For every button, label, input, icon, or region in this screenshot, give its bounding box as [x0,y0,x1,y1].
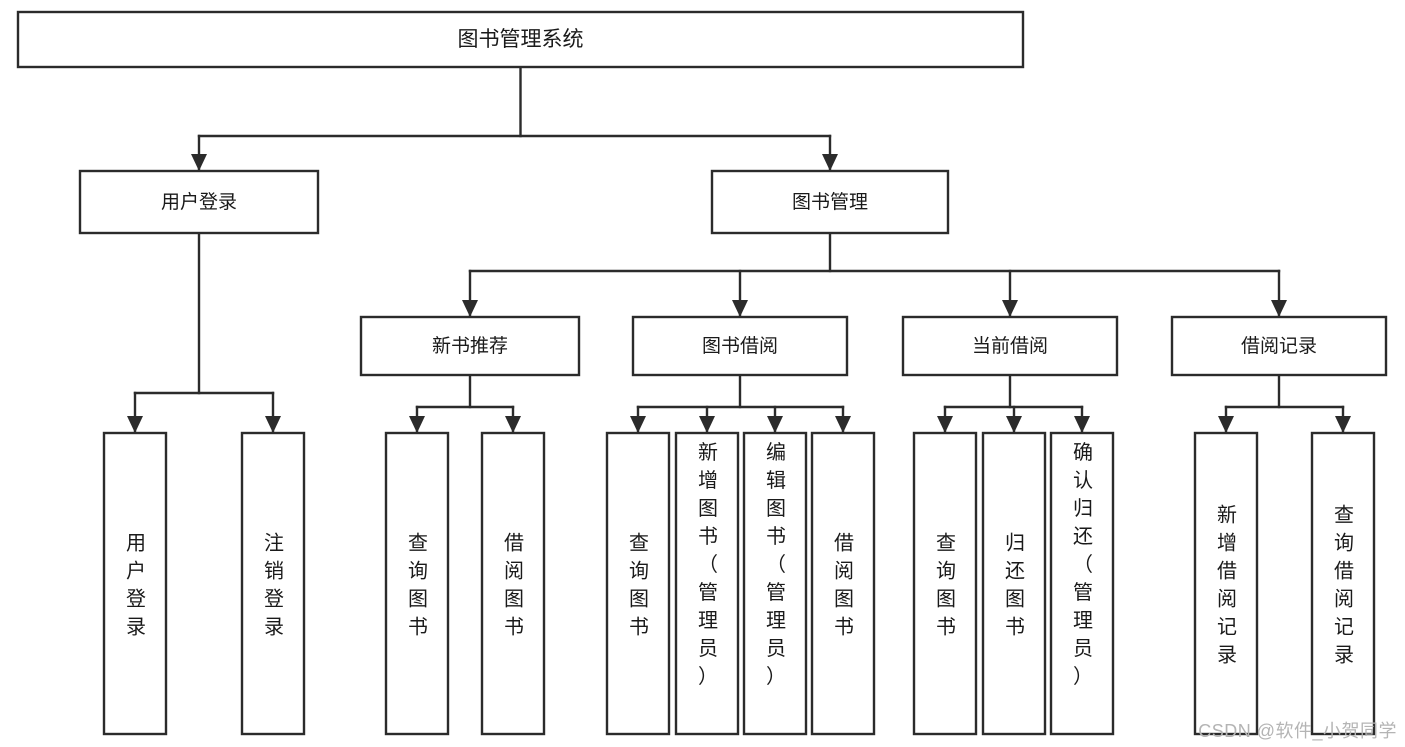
node-box [16,10,1025,69]
node-current-borrow[interactable]: 当前借阅 [901,315,1119,377]
node-box [359,315,581,377]
node-box [1170,315,1388,377]
leaf-label: 归还图书 [1005,532,1025,639]
leaf-box [480,431,546,736]
arrowhead-icon [1074,416,1090,433]
leaf-label: 查询图书 [408,532,428,639]
arrowhead-icon [1335,416,1351,433]
leaf-box [912,431,978,736]
leaf-box [742,431,808,736]
node-label: 借阅记录 [1241,335,1317,357]
leaf-nbr-query-book[interactable]: 查询图书 [384,431,450,736]
leaf-box [1193,431,1259,736]
arrowhead-icon [630,416,646,433]
leaf-label: 确认归还（管理员） [1073,441,1093,688]
leaf-box [1049,431,1115,736]
node-user-login[interactable]: 用户登录 [78,169,320,235]
node-borrow-record[interactable]: 借阅记录 [1170,315,1388,377]
leaf-label: 编辑图书（管理员） [766,441,786,688]
node-root[interactable]: 图书管理系统 [16,10,1025,69]
node-book-management[interactable]: 图书管理 [710,169,950,235]
nodes-layer: 图书管理系统用户登录图书管理用户登录注销登录新书推荐查询图书借阅图书图书借阅查询… [16,10,1388,736]
leaf-cb-confirm-return[interactable]: 确认归还（管理员） [1049,431,1115,736]
node-label: 当前借阅 [972,335,1048,357]
leaf-label: 查询借阅记录 [1334,504,1354,667]
leaf-label: 查询图书 [936,532,956,639]
arrowhead-icon [1218,416,1234,433]
leaf-label: 新增图书（管理员） [698,441,718,688]
leaf-label: 借阅图书 [504,532,524,639]
leaf-box [102,431,168,736]
arrowhead-icon [835,416,851,433]
node-new-book-recommend[interactable]: 新书推荐 [359,315,581,377]
leaf-label: 用户登录 [126,533,146,639]
leaf-user-login-leaf[interactable]: 用户登录 [102,431,168,736]
leaf-box [1310,431,1376,736]
node-box [631,315,849,377]
arrowhead-icon [462,300,478,317]
leaf-box [810,431,876,736]
node-label: 新书推荐 [432,335,508,357]
leaf-box [981,431,1047,736]
node-label: 图书借阅 [702,335,778,357]
leaf-bb-query-book[interactable]: 查询图书 [605,431,671,736]
leaf-nbr-borrow-book[interactable]: 借阅图书 [480,431,546,736]
node-label: 图书管理 [792,191,868,213]
node-box [901,315,1119,377]
arrowhead-icon [265,416,281,433]
leaf-box [240,431,306,736]
leaf-box [674,431,740,736]
arrowhead-icon [822,154,838,171]
leaf-label: 新增借阅记录 [1217,504,1237,667]
node-box [78,169,320,235]
leaf-user-logout-leaf[interactable]: 注销登录 [240,431,306,736]
leaf-cb-return-book[interactable]: 归还图书 [981,431,1047,736]
leaf-label: 查询图书 [629,532,649,639]
edges-layer [127,65,1351,435]
leaf-cb-query-book[interactable]: 查询图书 [912,431,978,736]
watermark-text: CSDN @软件_小贺同学 [1198,721,1397,741]
node-box [710,169,950,235]
leaf-br-add-record[interactable]: 新增借阅记录 [1193,431,1259,736]
leaf-label: 注销登录 [264,532,284,639]
arrowhead-icon [699,416,715,433]
node-book-borrow[interactable]: 图书借阅 [631,315,849,377]
arrowhead-icon [732,300,748,317]
arrowhead-icon [409,416,425,433]
leaf-br-query-record[interactable]: 查询借阅记录 [1310,431,1376,736]
leaf-bb-edit-book[interactable]: 编辑图书（管理员） [742,431,808,736]
leaf-label: 借阅图书 [834,532,854,639]
arrowhead-icon [1002,300,1018,317]
leaf-box [384,431,450,736]
leaf-bb-borrow-book[interactable]: 借阅图书 [810,431,876,736]
arrowhead-icon [1271,300,1287,317]
arrowhead-icon [127,416,143,433]
arrowhead-icon [937,416,953,433]
node-label: 图书管理系统 [458,28,584,51]
arrowhead-icon [1006,416,1022,433]
leaf-box [605,431,671,736]
arrowhead-icon [505,416,521,433]
leaf-bb-add-book[interactable]: 新增图书（管理员） [674,431,740,736]
arrowhead-icon [191,154,207,171]
node-label: 用户登录 [161,191,237,213]
arrowhead-icon [767,416,783,433]
